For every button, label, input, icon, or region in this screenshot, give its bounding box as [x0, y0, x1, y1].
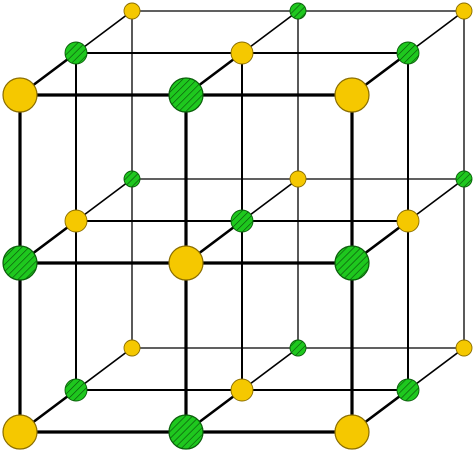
bonds-group	[18, 10, 465, 434]
bond-line	[407, 178, 465, 222]
green-atom	[168, 414, 204, 450]
green-atom	[168, 77, 204, 113]
bond-line	[75, 10, 133, 54]
bond-line	[75, 178, 133, 222]
green-atom	[2, 245, 38, 281]
bond-line	[241, 10, 299, 54]
bond-line	[241, 347, 299, 391]
green-atom	[455, 170, 473, 188]
yellow-atom	[123, 339, 141, 357]
yellow-atom	[334, 414, 370, 450]
yellow-atom	[64, 209, 88, 233]
green-atom	[123, 170, 141, 188]
green-atom	[334, 245, 370, 281]
green-atom	[289, 339, 307, 357]
yellow-atom	[334, 77, 370, 113]
yellow-atom	[230, 378, 254, 402]
yellow-atom	[396, 209, 420, 233]
bond-line	[407, 347, 465, 391]
yellow-atom	[2, 77, 38, 113]
yellow-atom	[230, 41, 254, 65]
yellow-atom	[455, 339, 473, 357]
yellow-atom	[2, 414, 38, 450]
yellow-atom	[455, 2, 473, 20]
green-atom	[64, 41, 88, 65]
yellow-atom	[289, 170, 307, 188]
green-atom	[396, 378, 420, 402]
green-atom	[289, 2, 307, 20]
yellow-atom	[168, 245, 204, 281]
green-atom	[64, 378, 88, 402]
yellow-atom	[123, 2, 141, 20]
bond-line	[75, 347, 133, 391]
green-atom	[396, 41, 420, 65]
bond-line	[241, 178, 299, 222]
green-atom	[230, 209, 254, 233]
bond-line	[407, 10, 465, 54]
